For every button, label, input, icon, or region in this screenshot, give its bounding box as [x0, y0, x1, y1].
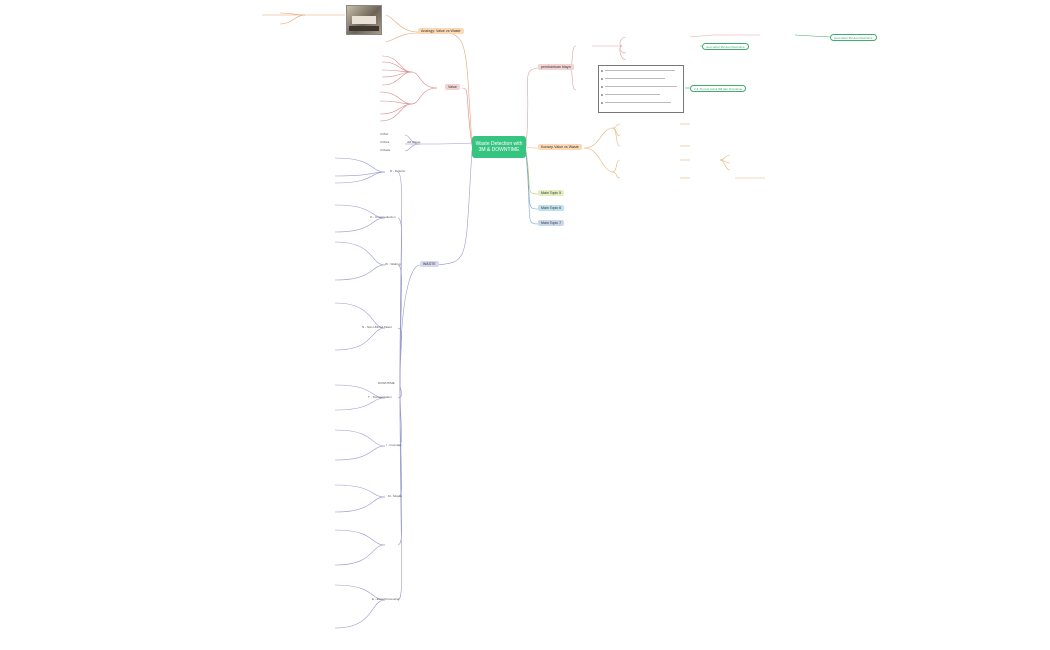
- label-downtime[interactable]: DOWNTIME: [378, 381, 395, 385]
- topic-value[interactable]: Value: [445, 84, 460, 90]
- topic-main-7[interactable]: Main Topic 7: [538, 220, 565, 226]
- label-mura[interactable]: 3 Mura: [380, 140, 390, 144]
- root-topic[interactable]: Waste Detection with 3M & DOWNTIME: [472, 136, 526, 158]
- label-inventory[interactable]: I - Inventory: [386, 443, 402, 447]
- label-muri[interactable]: 3 Muri: [380, 132, 389, 136]
- badge-3[interactable]: 7 & 7b pust sebul 3M dan Downtime: [690, 85, 747, 92]
- label-non-utilized-talent[interactable]: N - Non-Utilized Talent: [362, 325, 392, 329]
- topic-analogy[interactable]: Analogy: Value vs Waste: [418, 28, 464, 34]
- label-defects[interactable]: D - Defects: [390, 169, 406, 173]
- topic-main-5[interactable]: Main Topic 5: [538, 190, 565, 196]
- topic-main-6[interactable]: Main Topic 6: [538, 205, 565, 211]
- label-transportation[interactable]: T - Transportation: [368, 395, 392, 399]
- label-overproduction[interactable]: O - Overproduction: [370, 215, 396, 219]
- embedded-thumbnail: [598, 65, 684, 113]
- label-muda[interactable]: 3 Muda: [380, 148, 391, 152]
- badge-1[interactable]: pust sebul 3M dan Downtime: [830, 34, 877, 41]
- topic-pembantuan-biaya[interactable]: pembantuan biaya: [538, 64, 574, 70]
- label-motion[interactable]: M - Motion: [388, 494, 403, 498]
- analogy-photo: [346, 5, 382, 35]
- topic-waste[interactable]: WASTE: [420, 261, 439, 267]
- badge-2[interactable]: pust sebul 3M dan Downtime: [702, 43, 749, 50]
- topic-konsep-value-vs-waste[interactable]: Konsep Value vs Waste: [538, 144, 582, 150]
- label-waiting[interactable]: W - Waiting: [385, 262, 401, 266]
- label-3m-waste[interactable]: 3M Waste: [407, 140, 421, 144]
- label-extra-processing[interactable]: E - Extra Processing: [372, 597, 400, 601]
